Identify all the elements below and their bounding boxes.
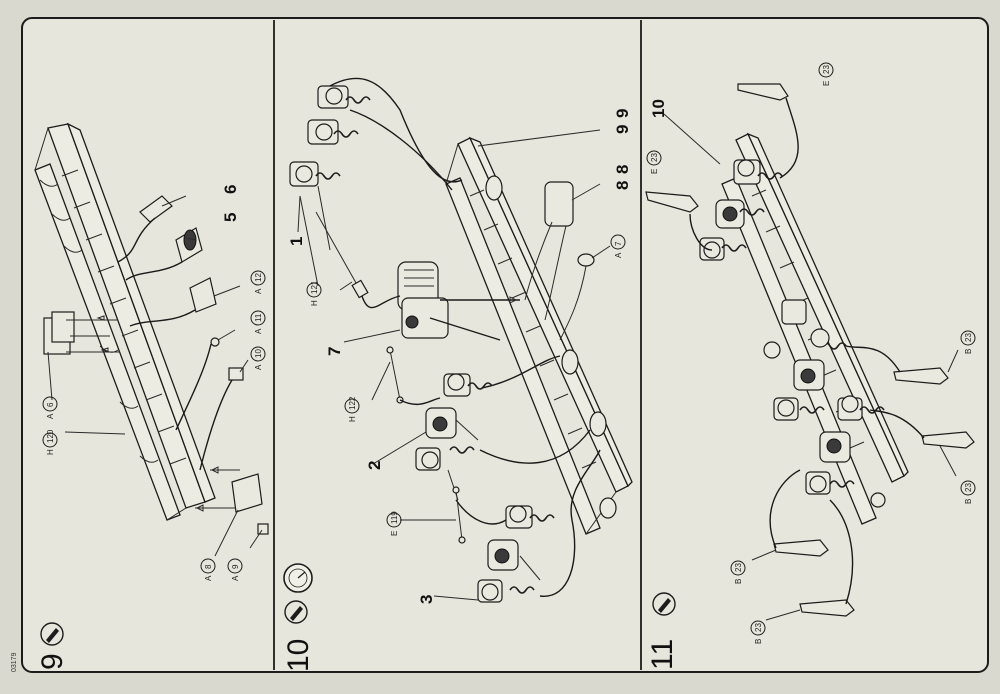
svg-text:23: 23 (734, 563, 743, 572)
bold-number-3: 3 (417, 595, 436, 604)
bold-number-2: 2 (365, 461, 384, 470)
bold-number-8a: 8 (613, 181, 632, 190)
part-12 (189, 277, 217, 313)
svg-text:E: E (822, 81, 831, 86)
sheet-code: 03179 (11, 652, 18, 672)
bold-number-10: 10 (649, 99, 668, 118)
hose-parts-23 (645, 83, 975, 617)
svg-text:B: B (734, 579, 743, 584)
svg-text:121: 121 (310, 280, 319, 294)
part-8 (231, 473, 263, 513)
svg-text:23: 23 (964, 333, 973, 342)
svg-text:A: A (254, 288, 263, 294)
part-6 (139, 195, 173, 223)
suspension-unit-2 (415, 373, 493, 501)
bold-number-9b: 9 (613, 109, 632, 118)
svg-text:B: B (964, 349, 973, 354)
part-9 (257, 523, 269, 535)
callout-H-122: 122 H (344, 396, 360, 422)
svg-text:B: B (754, 639, 763, 644)
svg-text:6: 6 (46, 402, 55, 407)
step-number-11: 11 (646, 639, 679, 670)
callout-E-23-top: 23 E (818, 62, 834, 86)
part-A7 (577, 253, 595, 267)
callout-A-11: 11 A (250, 310, 266, 334)
suspension-unit-lower (805, 395, 886, 508)
svg-text:122: 122 (348, 396, 357, 410)
callout-A-6: 6 A (42, 396, 58, 419)
callout-B-23-right-top: 23 B (960, 330, 976, 354)
part-10 (228, 367, 244, 381)
bold-number-7: 7 (325, 347, 344, 356)
callout-H-121: 121 H (306, 280, 322, 306)
panel-step-9: 6 5 120 H 6 A 10 A 11 A 12 A (34, 122, 269, 670)
bold-number-9a: 9 (613, 125, 632, 134)
callout-A-8: 8 A (200, 558, 216, 581)
battery-box-lid (51, 311, 75, 343)
step-number-10: 10 (282, 639, 315, 672)
svg-text:B: B (964, 499, 973, 504)
bold-number-6: 6 (221, 185, 240, 194)
svg-text:23: 23 (822, 65, 831, 74)
callout-E-119: 119 E (386, 511, 402, 536)
svg-text:12: 12 (254, 273, 263, 282)
callout-A-12: 12 A (250, 270, 266, 294)
callout-A-10: 10 A (250, 346, 266, 370)
svg-text:H: H (348, 416, 357, 422)
svg-text:23: 23 (650, 153, 659, 162)
svg-text:E: E (650, 169, 659, 174)
callout-B-23-right-bottom: 23 B (960, 480, 976, 504)
bold-number-5: 5 (221, 213, 240, 222)
suspension-unit-middle (763, 299, 847, 421)
svg-text:120: 120 (46, 429, 55, 443)
svg-text:23: 23 (964, 483, 973, 492)
svg-text:8: 8 (204, 564, 213, 569)
svg-text:A: A (46, 413, 55, 419)
callout-H-120: 120 H (42, 429, 58, 455)
svg-text:11: 11 (254, 313, 263, 322)
svg-text:A: A (231, 575, 240, 581)
step-number-9: 9 (36, 653, 69, 670)
callout-A-9: 9 A (227, 558, 243, 581)
panel-step-11: 10 23 E 23 E 23 B 23 B 23 B 23 (645, 62, 976, 670)
svg-text:23: 23 (754, 623, 763, 632)
callout-E-23-left: 23 E (646, 150, 662, 174)
svg-text:7: 7 (614, 241, 623, 246)
gauge-icon (283, 563, 313, 593)
suspension-unit-10 (699, 159, 783, 261)
svg-text:A: A (254, 328, 263, 334)
callout-A-7: 7 A (610, 234, 626, 258)
glue-icon (40, 622, 64, 646)
svg-text:H: H (46, 449, 55, 455)
chassis-rail-10 (445, 136, 633, 535)
svg-text:A: A (614, 252, 623, 258)
panel-step-10: 9 9 8 8 1 7 2 3 121 H 122 H 119 E 7 A 10 (282, 77, 633, 672)
svg-text:9: 9 (231, 564, 240, 569)
svg-text:10: 10 (254, 349, 263, 358)
bold-number-1: 1 (287, 237, 306, 246)
callout-B-23-bottom: 23 B (750, 620, 766, 644)
suspension-unit-3 (477, 505, 555, 603)
part-8 (544, 181, 574, 227)
svg-text:A: A (204, 575, 213, 581)
chassis-rail-9 (34, 122, 216, 521)
svg-text:E: E (390, 531, 399, 536)
part-11 (210, 337, 220, 347)
glue-icon (652, 592, 676, 616)
callout-B-23-bottom-left: 23 B (730, 560, 746, 584)
glue-icon (284, 600, 308, 624)
svg-text:119: 119 (390, 511, 399, 524)
bold-number-8b: 8 (613, 165, 632, 174)
motor-part-7 (397, 261, 449, 339)
svg-text:H: H (310, 300, 319, 306)
suspension-unit-1 (289, 85, 371, 287)
svg-text:A: A (254, 364, 263, 370)
